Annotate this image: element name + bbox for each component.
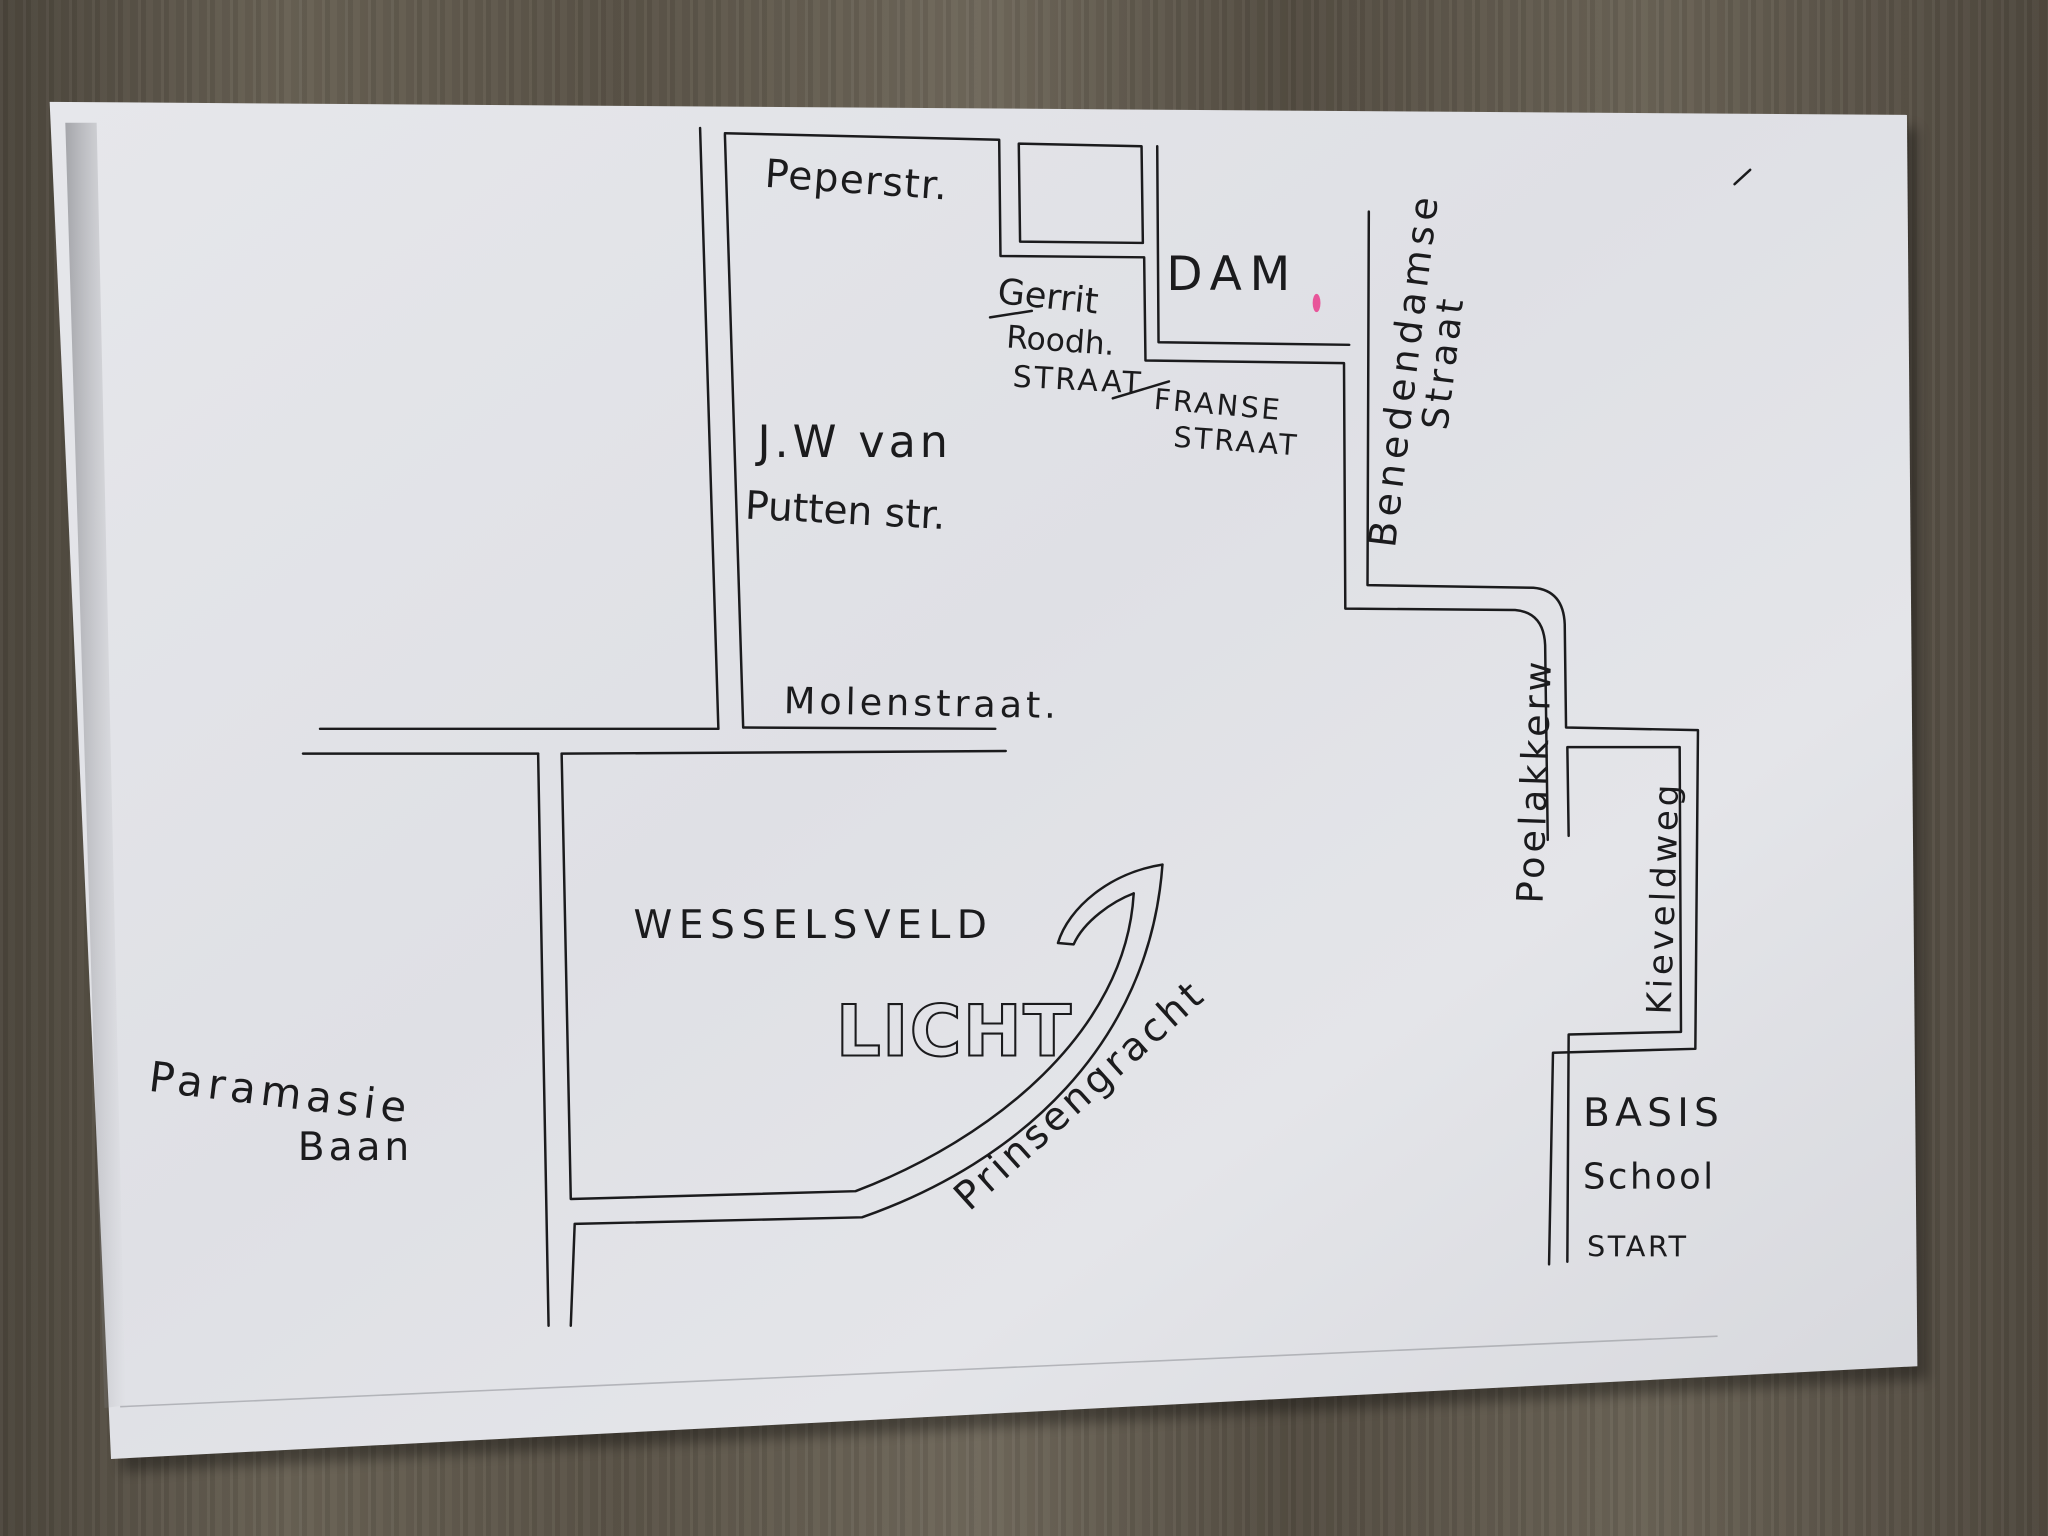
ink-mark [1733, 168, 1752, 186]
dam-inner-edge [1155, 145, 1351, 347]
label-poelakkerw: Poelakkerw [1509, 657, 1561, 904]
dam-block [1017, 142, 1145, 245]
paper-sheet [49, 101, 1918, 1459]
prinsengracht-hook [1056, 863, 1164, 946]
label-gerrit-roodh-3: STRAAT [1012, 360, 1144, 402]
prinsengracht-inner-edge [560, 752, 1135, 1201]
western-road-west-edge [536, 752, 550, 1327]
jw-van-putten-east-edge [723, 133, 745, 729]
gerrit-pointer-stroke [988, 309, 1034, 319]
jw-van-putten-west-edge [698, 126, 720, 731]
label-paramasie-baan-2: Baan [298, 1125, 413, 1170]
label-molenstraat: Molenstraat. [784, 679, 1061, 727]
molenstraat-north-edge-east [741, 726, 997, 731]
peperstraat-to-poelakkerw-edge [723, 131, 1549, 842]
label-licht: LICHT [836, 990, 1073, 1072]
label-jw-van-putten-1: J.W van [755, 417, 952, 468]
prinsengracht-outer-edge [569, 863, 1164, 1327]
kieveldweg-inner-edge [1566, 745, 1683, 1263]
label-basis-school-1: BASIS [1583, 1091, 1724, 1136]
benedendamse-to-school-outer-edge [1366, 210, 1700, 1266]
pink-mark [1312, 293, 1321, 313]
label-jw-van-putten-2: Putten str. [744, 484, 947, 539]
label-dam: DAM [1166, 247, 1298, 302]
paper-toner-edge [65, 122, 126, 1408]
label-kieveldweg: Kieveldweg [1640, 780, 1688, 1015]
label-wesselsveld: WESSELSVELD [633, 903, 993, 948]
franse-straat-stroke [1111, 380, 1171, 400]
paper-print-border [120, 1335, 1718, 1408]
label-gerrit-roodh-2: Roodh. [1005, 319, 1116, 362]
label-basis-school-2: School [1583, 1157, 1716, 1198]
label-basis-school-3: START [1587, 1229, 1689, 1263]
molenstraat-south-edge-east [560, 749, 1007, 755]
